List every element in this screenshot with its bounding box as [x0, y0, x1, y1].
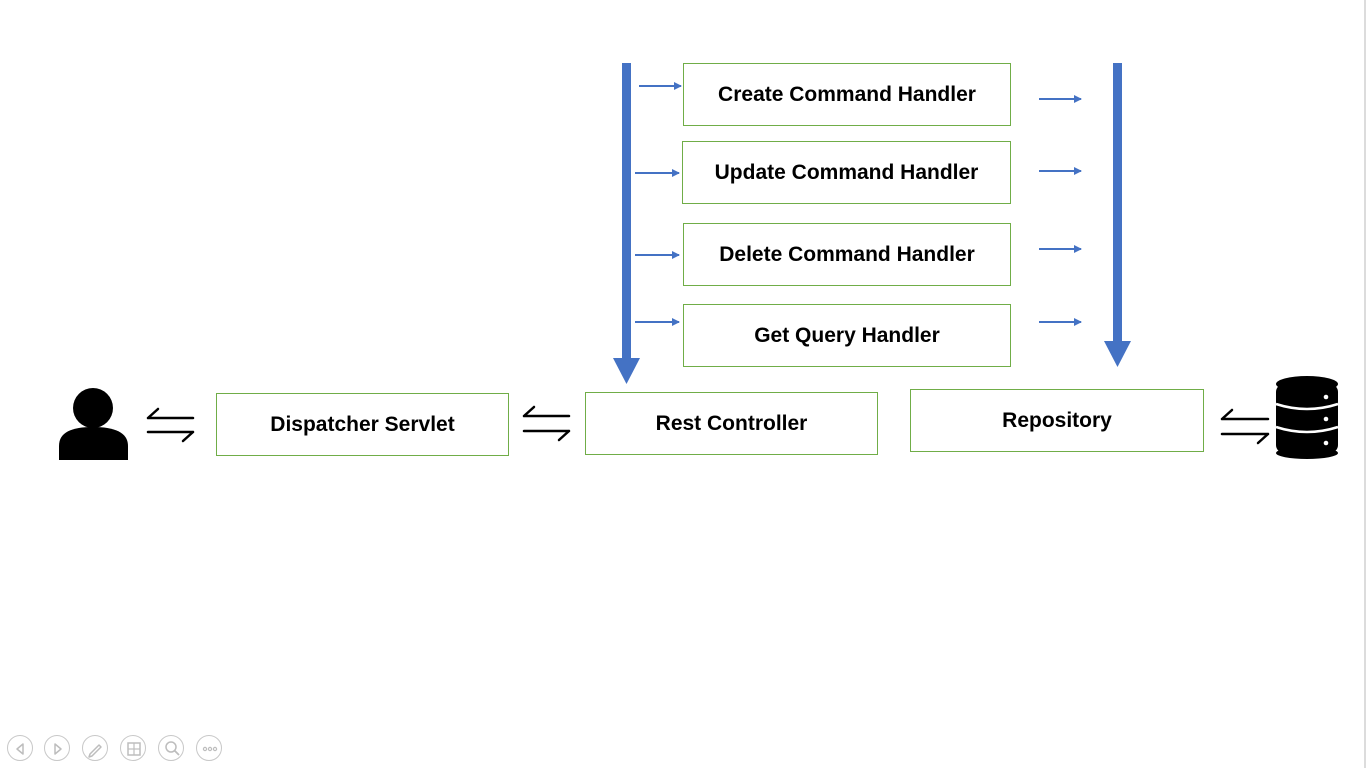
more-options-button[interactable] — [196, 735, 222, 761]
see-all-slides-button[interactable] — [120, 735, 146, 761]
node-label: Dispatcher Servlet — [270, 412, 455, 436]
person-icon — [59, 388, 128, 460]
slide-right-edge — [1364, 0, 1366, 768]
down-arrow-to-controller — [613, 63, 640, 384]
zoom-button[interactable] — [158, 735, 184, 761]
node-label: Update Command Handler — [714, 160, 979, 184]
next-icon — [54, 743, 62, 755]
create-command-handler-box: Create Command Handler — [683, 63, 1011, 126]
dispatcher-servlet-box: Dispatcher Servlet — [216, 393, 509, 456]
next-slide-button[interactable] — [44, 735, 70, 761]
see-all-slides-icon — [127, 742, 141, 756]
delete-command-handler-box: Delete Command Handler — [683, 223, 1011, 286]
exchange-arrow-dispatcher-controller — [522, 405, 571, 442]
node-label: Get Query Handler — [754, 323, 940, 347]
pen-icon — [88, 744, 102, 758]
node-label: Repository — [1002, 408, 1112, 432]
get-query-handler-box: Get Query Handler — [683, 304, 1011, 367]
node-label: Create Command Handler — [718, 82, 976, 106]
update-command-handler-box: Update Command Handler — [682, 141, 1011, 204]
down-arrow-to-repository — [1104, 63, 1131, 367]
node-label: Rest Controller — [655, 411, 808, 435]
previous-slide-button[interactable] — [7, 735, 33, 761]
previous-icon — [16, 743, 24, 755]
pen-tool-button[interactable] — [82, 735, 108, 761]
node-label: Delete Command Handler — [719, 242, 975, 266]
zoom-icon — [165, 741, 180, 756]
database-icon — [1275, 376, 1339, 459]
repository-box: Repository — [910, 389, 1204, 452]
exchange-arrow-user-dispatcher — [146, 407, 195, 443]
more-options-icon — [202, 746, 218, 752]
rest-controller-box: Rest Controller — [585, 392, 878, 455]
exchange-arrow-repository-database — [1220, 408, 1270, 445]
